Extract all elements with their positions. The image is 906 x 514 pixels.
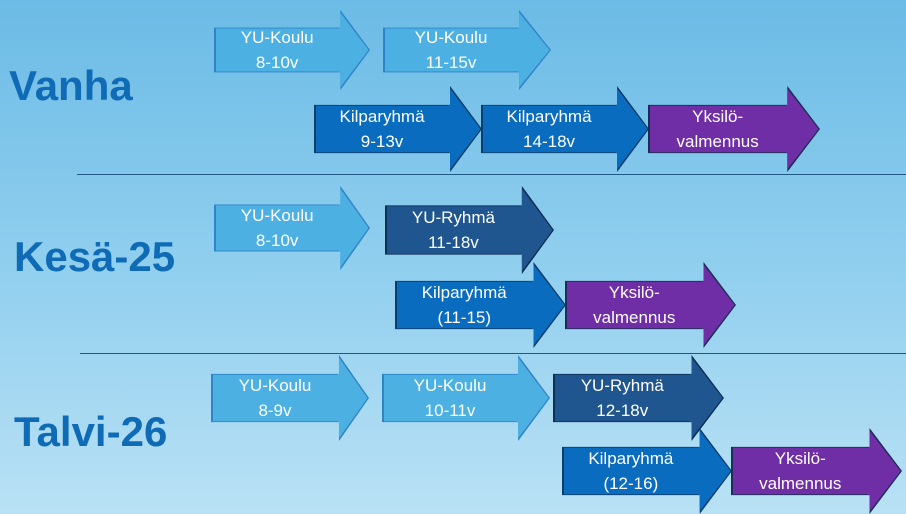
arrow-talvi26-yu-ryhma-12-18: YU-Ryhmä 12-18v (553, 355, 724, 441)
section-divider (80, 353, 906, 354)
arrow-label-line1: YU-Koulu (414, 28, 488, 47)
arrow-label-line1: Kilparyhmä (506, 107, 592, 126)
arrow-label-line1: Yksilö- (692, 107, 744, 126)
arrow-talvi26-yu-koulu-8-9: YU-Koulu 8-9v (211, 355, 369, 441)
arrow-kesa25-yu-ryhma-11-18: YU-Ryhmä 11-18v (385, 186, 554, 274)
arrow-label-line2: 10-11v (424, 401, 476, 420)
arrow-label-line2: 11-15v (425, 53, 477, 72)
arrow-label-line2: 11-18v (428, 233, 479, 252)
arrow-kesa25-yksilovalmennus: Yksilö-valmennus (565, 262, 736, 348)
arrow-label-line1: Kilparyhmä (421, 283, 507, 302)
arrow-label-line2: 12-18v (596, 401, 649, 420)
arrow-label-line1: YU-Ryhmä (411, 208, 495, 227)
arrow-label-line2: 8-10v (255, 53, 299, 72)
arrow-talvi26-yu-koulu-10-11: YU-Koulu 10-11v (382, 355, 550, 441)
arrow-vanha-yu-koulu-11-15: YU-Koulu 11-15v (383, 10, 551, 90)
section-title-kesa25: Kesä-25 (14, 233, 176, 280)
arrow-label-line1: YU-Koulu (240, 28, 314, 47)
arrow-talvi26-yksilovalmennus: Yksilö-valmennus (731, 428, 902, 514)
section-divider (77, 174, 906, 175)
arrow-label-line1: YU-Ryhmä (580, 376, 664, 395)
arrow-vanha-yksilovalmennus: Yksilö-valmennus (648, 86, 820, 172)
arrow-label-line1: Kilparyhmä (339, 107, 425, 126)
arrow-label-line2: 8-9v (258, 401, 292, 420)
arrow-vanha-kilparyhma-9-13: Kilparyhmä 9-13v (314, 86, 482, 172)
arrow-label-line2: valmennus (593, 308, 676, 327)
arrow-label-line2: valmennus (676, 132, 759, 151)
section-title-talvi26: Talvi-26 (14, 408, 168, 455)
arrow-label-line2: (11-15) (437, 308, 492, 327)
arrow-label-line1: YU-Koulu (238, 376, 312, 395)
arrow-talvi26-kilparyhma-12-16: Kilparyhmä (12-16) (562, 428, 732, 514)
arrow-label-line1: YU-Koulu (240, 206, 314, 225)
arrow-vanha-yu-koulu-8-10: YU-Koulu 8-10v (214, 10, 370, 90)
arrow-label-line2: 8-10v (255, 231, 299, 250)
arrow-label-line1: YU-Koulu (413, 376, 487, 395)
section-title-vanha: Vanha (9, 62, 133, 109)
arrow-label-line2: 9-13v (360, 132, 404, 151)
arrow-label-line2: 14-18v (523, 132, 576, 151)
arrow-kesa25-yu-koulu-8-10: YU-Koulu 8-10v (214, 186, 370, 270)
arrow-label-line2: (12-16) (603, 474, 659, 493)
arrow-label-line1: Kilparyhmä (588, 449, 674, 468)
arrow-label-line1: Yksilö- (774, 449, 826, 468)
arrow-label-line2: valmennus (759, 474, 842, 493)
arrow-vanha-kilparyhma-14-18: Kilparyhmä 14-18v (481, 86, 649, 172)
arrow-kesa25-kilparyhma-11-15: Kilparyhmä (11-15) (395, 262, 566, 348)
arrow-label-line1: Yksilö- (608, 283, 660, 302)
